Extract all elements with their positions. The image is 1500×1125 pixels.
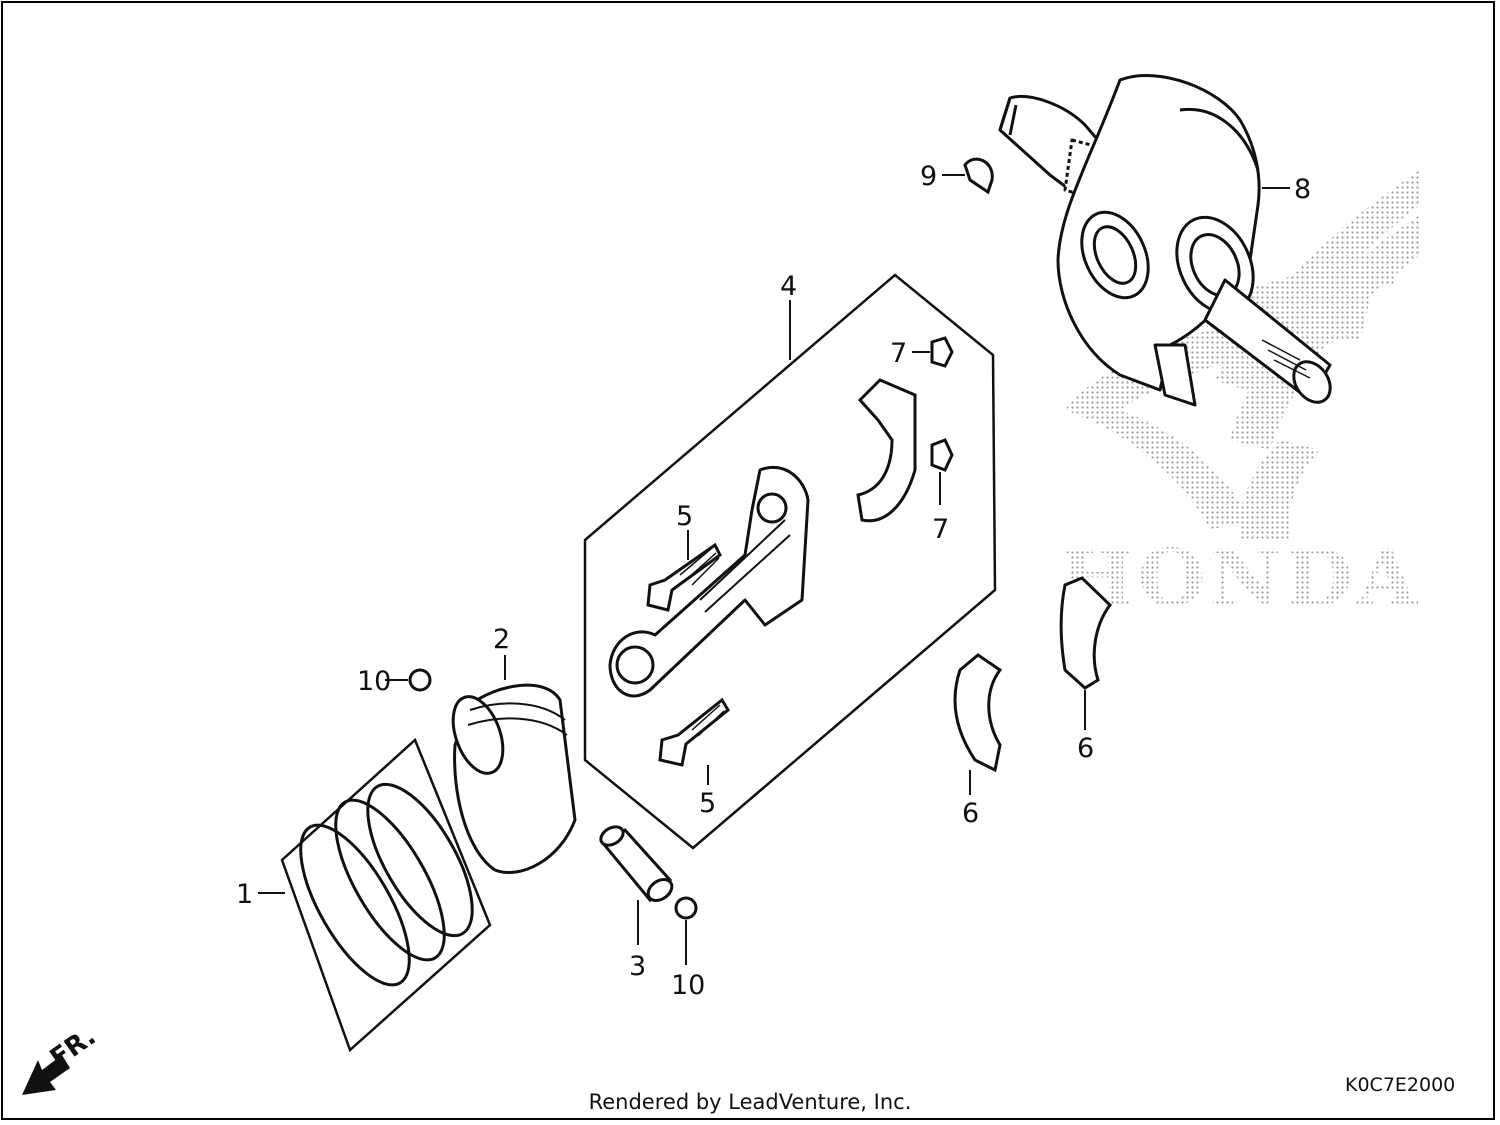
callout-7: 7 [890, 338, 907, 369]
piston-rings-box [280, 737, 492, 1053]
rod-bolt[interactable] [646, 542, 722, 612]
honda-watermark-text: HONDA [1060, 533, 1421, 624]
rod-nut[interactable] [930, 336, 954, 368]
callout-10: 10 [357, 666, 391, 697]
rod-bolt[interactable] [658, 697, 730, 767]
leader-lines [258, 174, 1290, 965]
render-credit: Rendered by LeadVenture, Inc. [588, 1090, 912, 1114]
crankshaft[interactable] [998, 74, 1338, 410]
rod-nut[interactable] [930, 438, 954, 472]
front-direction-arrow-icon: FR. [22, 1022, 101, 1095]
callout-8: 8 [1294, 174, 1311, 205]
piston-pin-clip[interactable] [674, 896, 698, 920]
callout-1: 1 [236, 879, 253, 910]
callout-6: 6 [1077, 733, 1094, 764]
crank-bearing[interactable] [1059, 576, 1112, 690]
diagram-code: K0C7E2000 [1345, 1074, 1456, 1096]
crank-bearing[interactable] [953, 653, 1003, 773]
callout-6: 6 [962, 798, 979, 829]
callout-2: 2 [493, 624, 510, 655]
callout-10: 10 [671, 970, 705, 1001]
connecting-rod-assembly-box [583, 273, 997, 850]
connecting-rod[interactable] [608, 465, 810, 698]
piston[interactable] [444, 683, 577, 875]
callout-4: 4 [780, 271, 797, 302]
piston-pin-clip[interactable] [408, 668, 432, 692]
callout-5: 5 [676, 501, 693, 532]
piston-pin[interactable] [598, 823, 676, 905]
piston-rings[interactable] [280, 769, 493, 1001]
callout-7: 7 [932, 514, 949, 545]
connecting-rod-cap[interactable] [856, 378, 917, 523]
callout-5: 5 [699, 788, 716, 819]
callout-9: 9 [920, 161, 937, 192]
woodruff-key[interactable] [963, 157, 994, 195]
callout-3: 3 [629, 951, 646, 982]
